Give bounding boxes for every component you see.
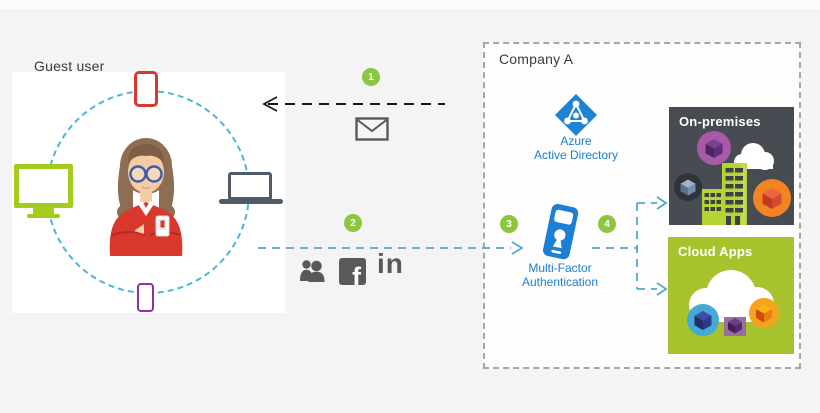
orange-cube [756,304,772,323]
step-badge-4: 4 [598,215,616,233]
cloud-apps-card: Cloud Apps [668,237,794,354]
azure-active-directory-icon [555,94,597,136]
linkedin-icon: in [377,248,404,279]
email-envelope-icon [355,117,389,141]
top-margin [0,0,820,9]
mfa-phone-lock-icon [542,204,579,260]
monitor-base [27,214,60,218]
smartphone-icon [137,283,154,312]
on-premises-card: On-premises [669,107,794,225]
building [702,163,747,225]
cloud-apps-illustration [687,270,779,336]
company-label: Company A [499,51,574,67]
red-cube [762,188,782,209]
purple-cube [728,318,742,334]
on-premises-illustration [674,131,791,225]
cloud-shape [734,143,774,170]
step-badge-3: 3 [500,215,518,233]
cloud-apps-label: Cloud Apps [678,244,753,259]
tablet-icon [134,71,158,107]
laptop-icon [228,172,272,200]
on-premises-label: On-premises [679,114,761,129]
monitor-stand [33,208,54,215]
mfa-label: Multi-Factor Authentication [488,261,632,289]
invite-arrow [262,96,445,112]
mfa-label-line2: Authentication [521,275,599,289]
steel-cube [680,179,696,196]
azure-ad-label-line1: Azure [560,134,592,148]
monitor-icon [14,164,73,208]
azure-ad-label: Azure Active Directory [504,134,648,162]
laptop-base [219,199,283,204]
step-badge-1: 1 [362,68,380,86]
step-badge-2: 2 [344,214,362,232]
guest-avatar [109,138,183,256]
azure-ad-label-line2: Active Directory [533,148,619,162]
facebook-icon: f [339,258,366,285]
users-icon [300,260,325,282]
facebook-f-glyph: f [352,262,361,285]
guest-user-label: Guest user [34,58,105,74]
mfa-label-line1: Multi-Factor [528,261,592,275]
